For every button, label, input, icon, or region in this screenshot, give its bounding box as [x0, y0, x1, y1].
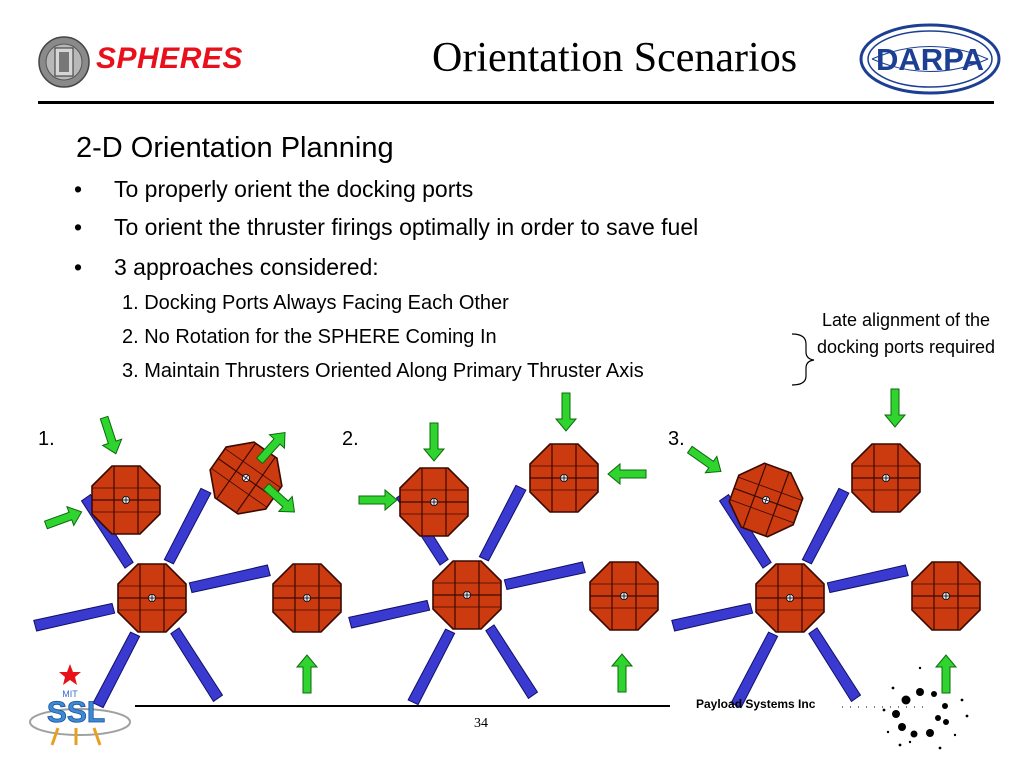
- arrow-icon: [607, 463, 647, 485]
- ssl-logo-text: SSL: [47, 696, 105, 729]
- brand-name: SPHERES: [96, 42, 243, 75]
- sphere: [589, 561, 659, 631]
- arrow-icon: [423, 422, 445, 462]
- sphere: [851, 443, 921, 513]
- footer-divider: [135, 705, 670, 707]
- arrow-icon: [296, 654, 318, 694]
- mit-logo-text: MIT: [62, 689, 78, 699]
- approach-item: 2. No Rotation for the SPHERE Coming In: [122, 326, 497, 348]
- header-divider: [38, 101, 994, 104]
- bullet-item: •3 approaches considered:: [74, 254, 379, 280]
- section-heading: 2-D Orientation Planning: [76, 132, 394, 164]
- sphere: [272, 563, 342, 633]
- panel-label-3: 3.: [668, 428, 685, 450]
- payload-systems-logo: [842, 666, 969, 750]
- bullet-item: •To properly orient the docking ports: [74, 176, 474, 202]
- arrow-icon: [42, 502, 86, 535]
- sphere: [399, 467, 469, 537]
- arrow-icon: [683, 440, 728, 481]
- sphere: [529, 443, 599, 513]
- darpa-logo-text: DARPA: [876, 42, 984, 77]
- darpa-logo: DARPA: [858, 22, 1002, 101]
- arrow-icon: [555, 392, 577, 432]
- sphere: [91, 465, 161, 535]
- arrow-icon: [935, 654, 957, 694]
- spheres-logo-icon: [36, 34, 92, 95]
- company-name: Payload Systems Inc: [696, 697, 816, 711]
- sphere: [721, 455, 811, 545]
- page-number: 34: [474, 716, 488, 731]
- panel-label-1: 1.: [38, 428, 55, 450]
- bullet-item: •To orient the thruster firings optimall…: [74, 214, 699, 240]
- panel-label-2: 2.: [342, 428, 359, 450]
- alignment-note: Late alignment of the docking ports requ…: [816, 310, 996, 357]
- approach-item: 1. Docking Ports Always Facing Each Othe…: [122, 292, 509, 314]
- ssl-logo: MIT SSL: [29, 664, 131, 746]
- page-title: Orientation Scenarios: [432, 35, 798, 81]
- approach-item: 3. Maintain Thrusters Oriented Along Pri…: [122, 360, 644, 382]
- arrow-icon: [94, 413, 126, 458]
- sphere: [911, 561, 981, 631]
- arrow-icon: [884, 388, 906, 428]
- arrow-icon: [358, 489, 398, 511]
- arrow-icon: [611, 653, 633, 693]
